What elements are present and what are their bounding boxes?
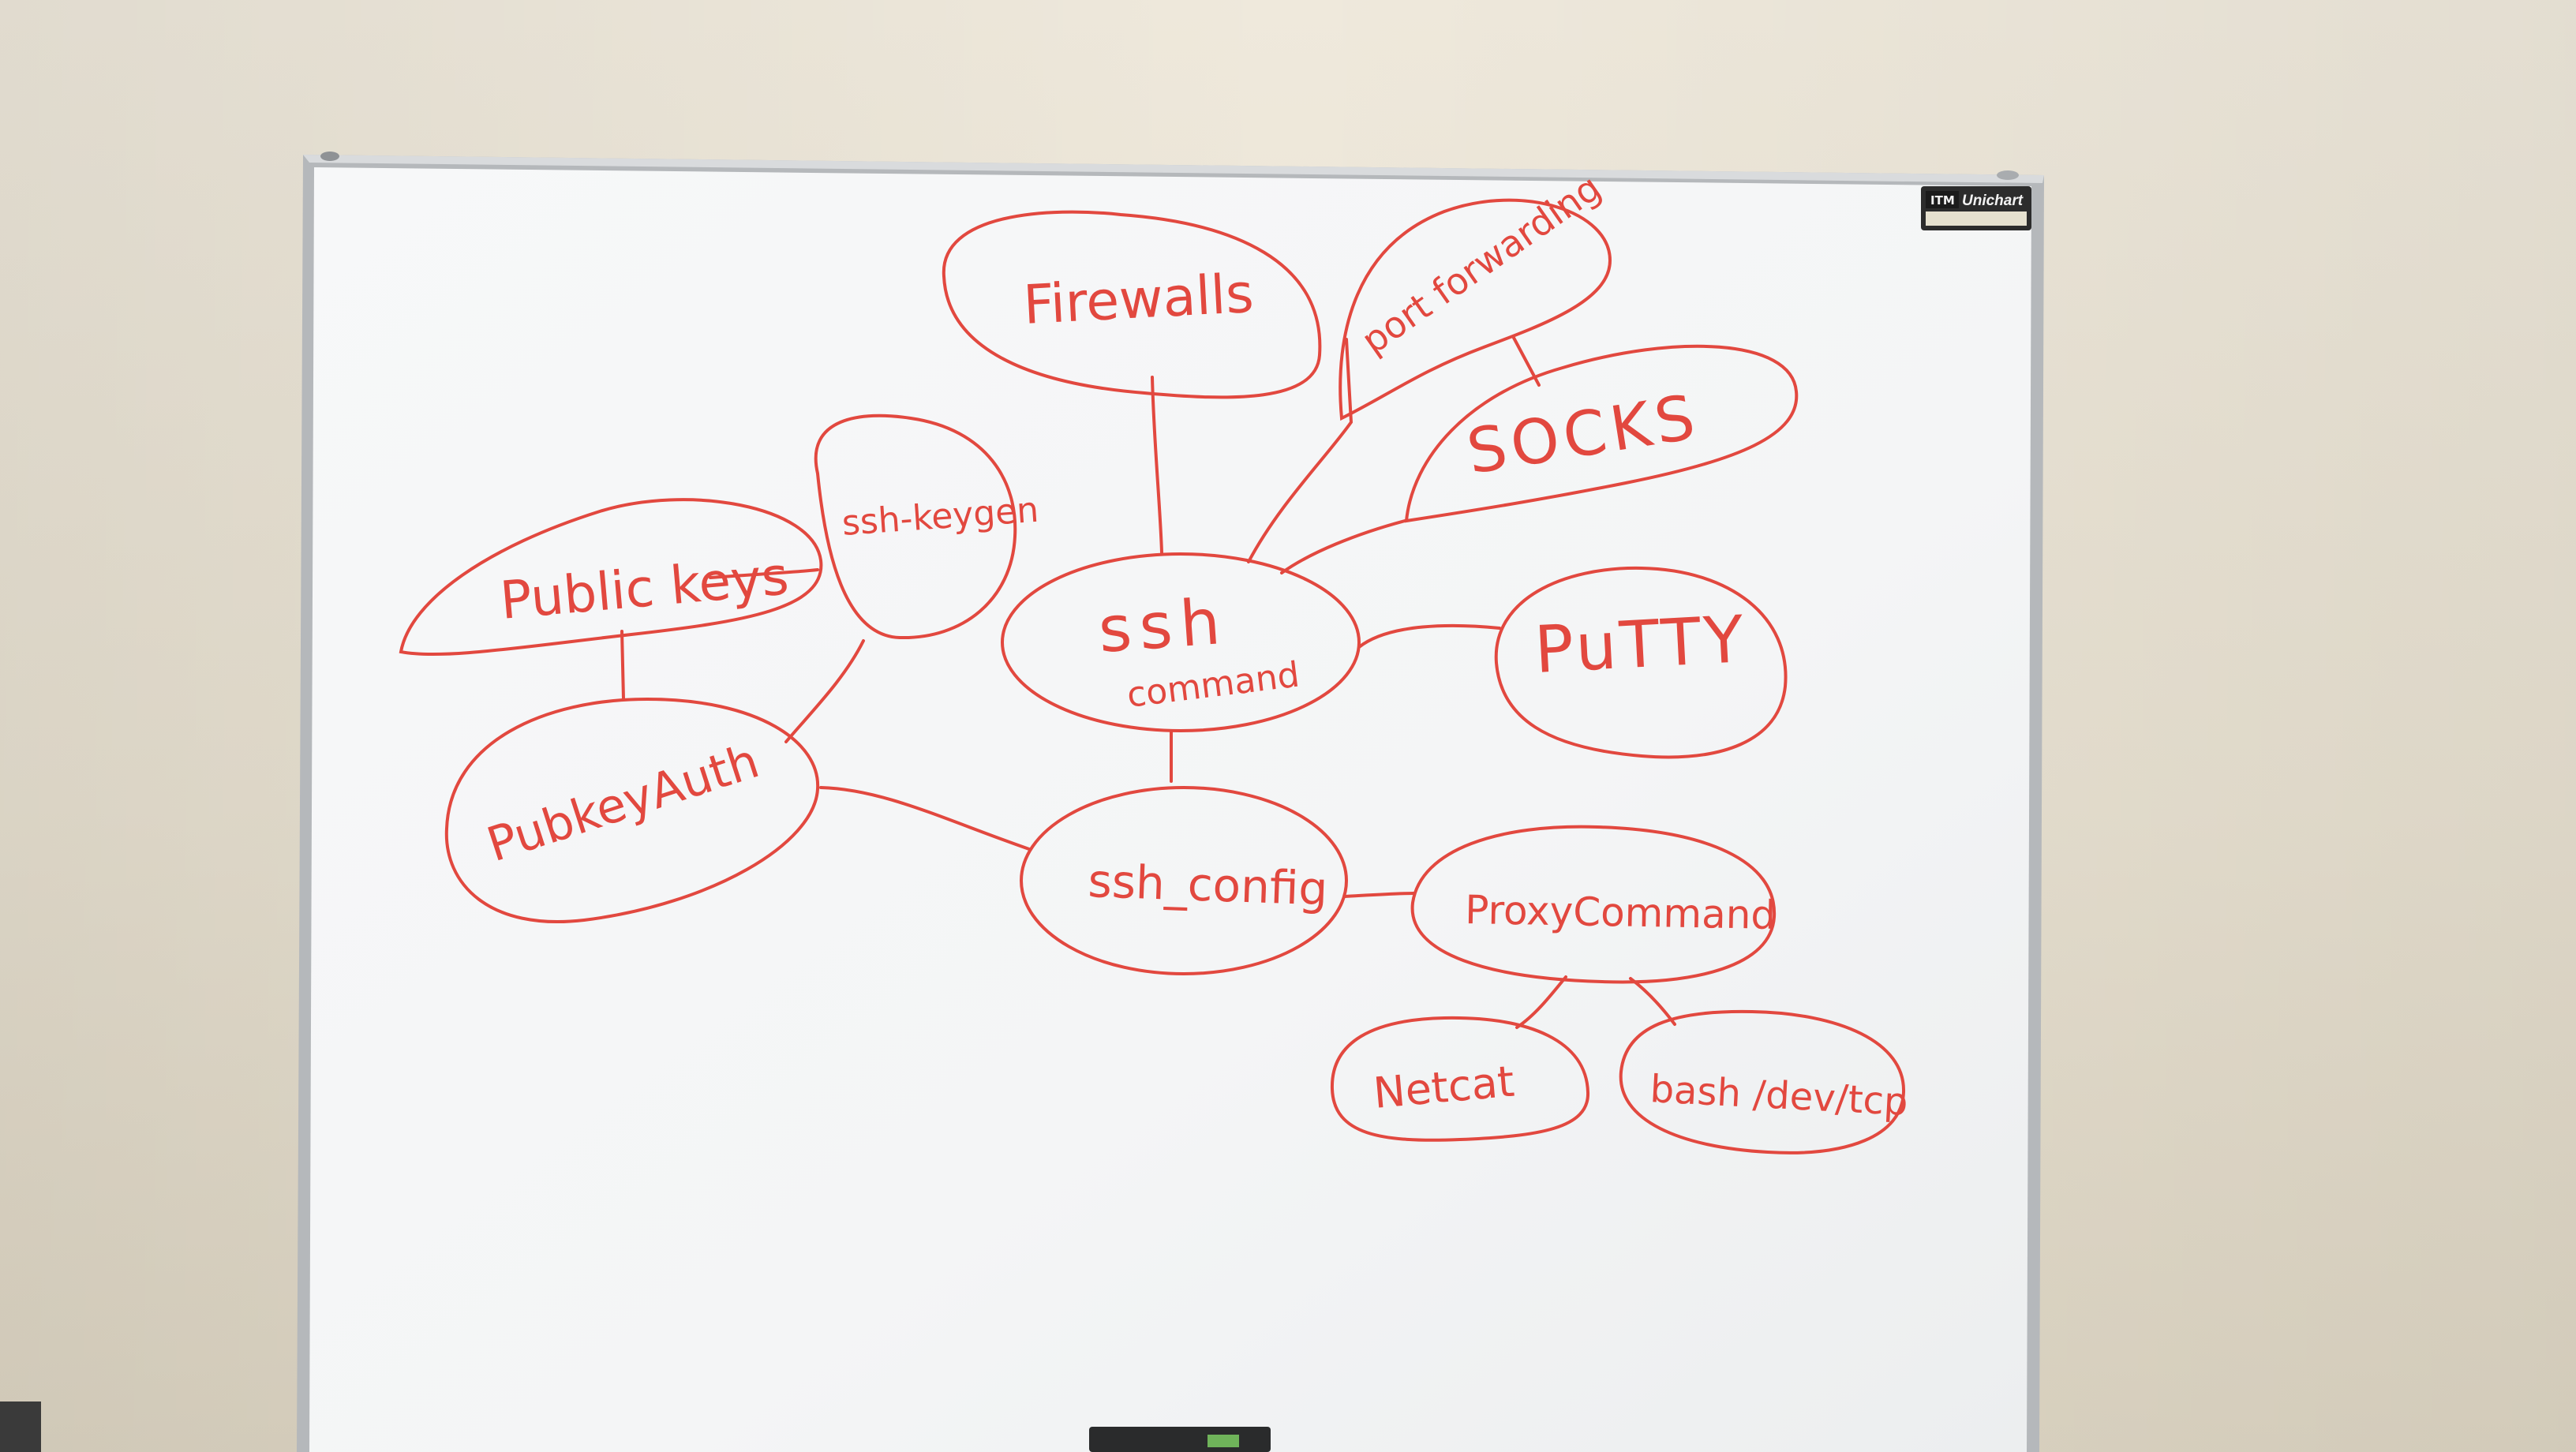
node-sshconfig-bubble: [1020, 786, 1348, 975]
edge-pubkeyauth-publickeys: [620, 630, 625, 701]
node-sshcommand-bubble: [1001, 552, 1361, 732]
edge-ssh-socks: [1280, 519, 1406, 574]
wall-fixture: [0, 1401, 41, 1452]
node-label-ssh: ssh: [1096, 585, 1230, 667]
node-label-ssh-config: ssh_config: [1088, 854, 1329, 916]
node-publickeys-bubble: [399, 498, 823, 657]
edge-ssh-putty: [1357, 623, 1501, 649]
brand-logo-text: ITM: [1930, 193, 1955, 208]
edge-sshconfig-proxycommand: [1343, 892, 1416, 898]
node-putty-bubble: [1494, 566, 1788, 759]
node-sshkeygen-bubble: [814, 414, 1017, 640]
node-firewalls-bubble: [942, 210, 1322, 399]
edge-ssh-firewalls: [1151, 376, 1163, 554]
publickeys-underline: [709, 568, 819, 579]
node-portforwarding-bubble: [1339, 198, 1612, 421]
edge-proxycommand-netcat: [1515, 975, 1567, 1029]
node-netcat-bubble: [1330, 1016, 1590, 1142]
edge-sshconfig-pubkeyauth: [819, 786, 1031, 851]
node-pubkeyauth-bubble: [444, 697, 820, 923]
frame-clip-left: [320, 152, 339, 161]
node-label-netcat: Netcat: [1372, 1057, 1517, 1118]
marker-tray-item: [1089, 1427, 1271, 1452]
node-proxycommand-bubble: [1410, 825, 1777, 984]
node-bash-bubble: [1619, 1009, 1906, 1154]
brand-name: Unichart: [1962, 193, 2024, 209]
marker-tray-sticker: [1208, 1435, 1239, 1447]
frame-clip-right: [1997, 170, 2019, 180]
whiteboard-frame-highlight: [303, 155, 2044, 183]
edge-ssh-portforwarding: [1247, 338, 1354, 563]
node-label-proxycommand: ProxyCommand: [1465, 887, 1777, 938]
node-label-firewalls: Firewalls: [1022, 263, 1256, 337]
brand-label: ITM Unichart: [1921, 186, 2031, 230]
edge-pubkeyauth-sshkeygen: [784, 639, 865, 743]
node-label-putty: PuTTY: [1533, 602, 1748, 688]
node-socks-bubble: [1404, 344, 1799, 523]
mind-map: [399, 198, 1906, 1154]
